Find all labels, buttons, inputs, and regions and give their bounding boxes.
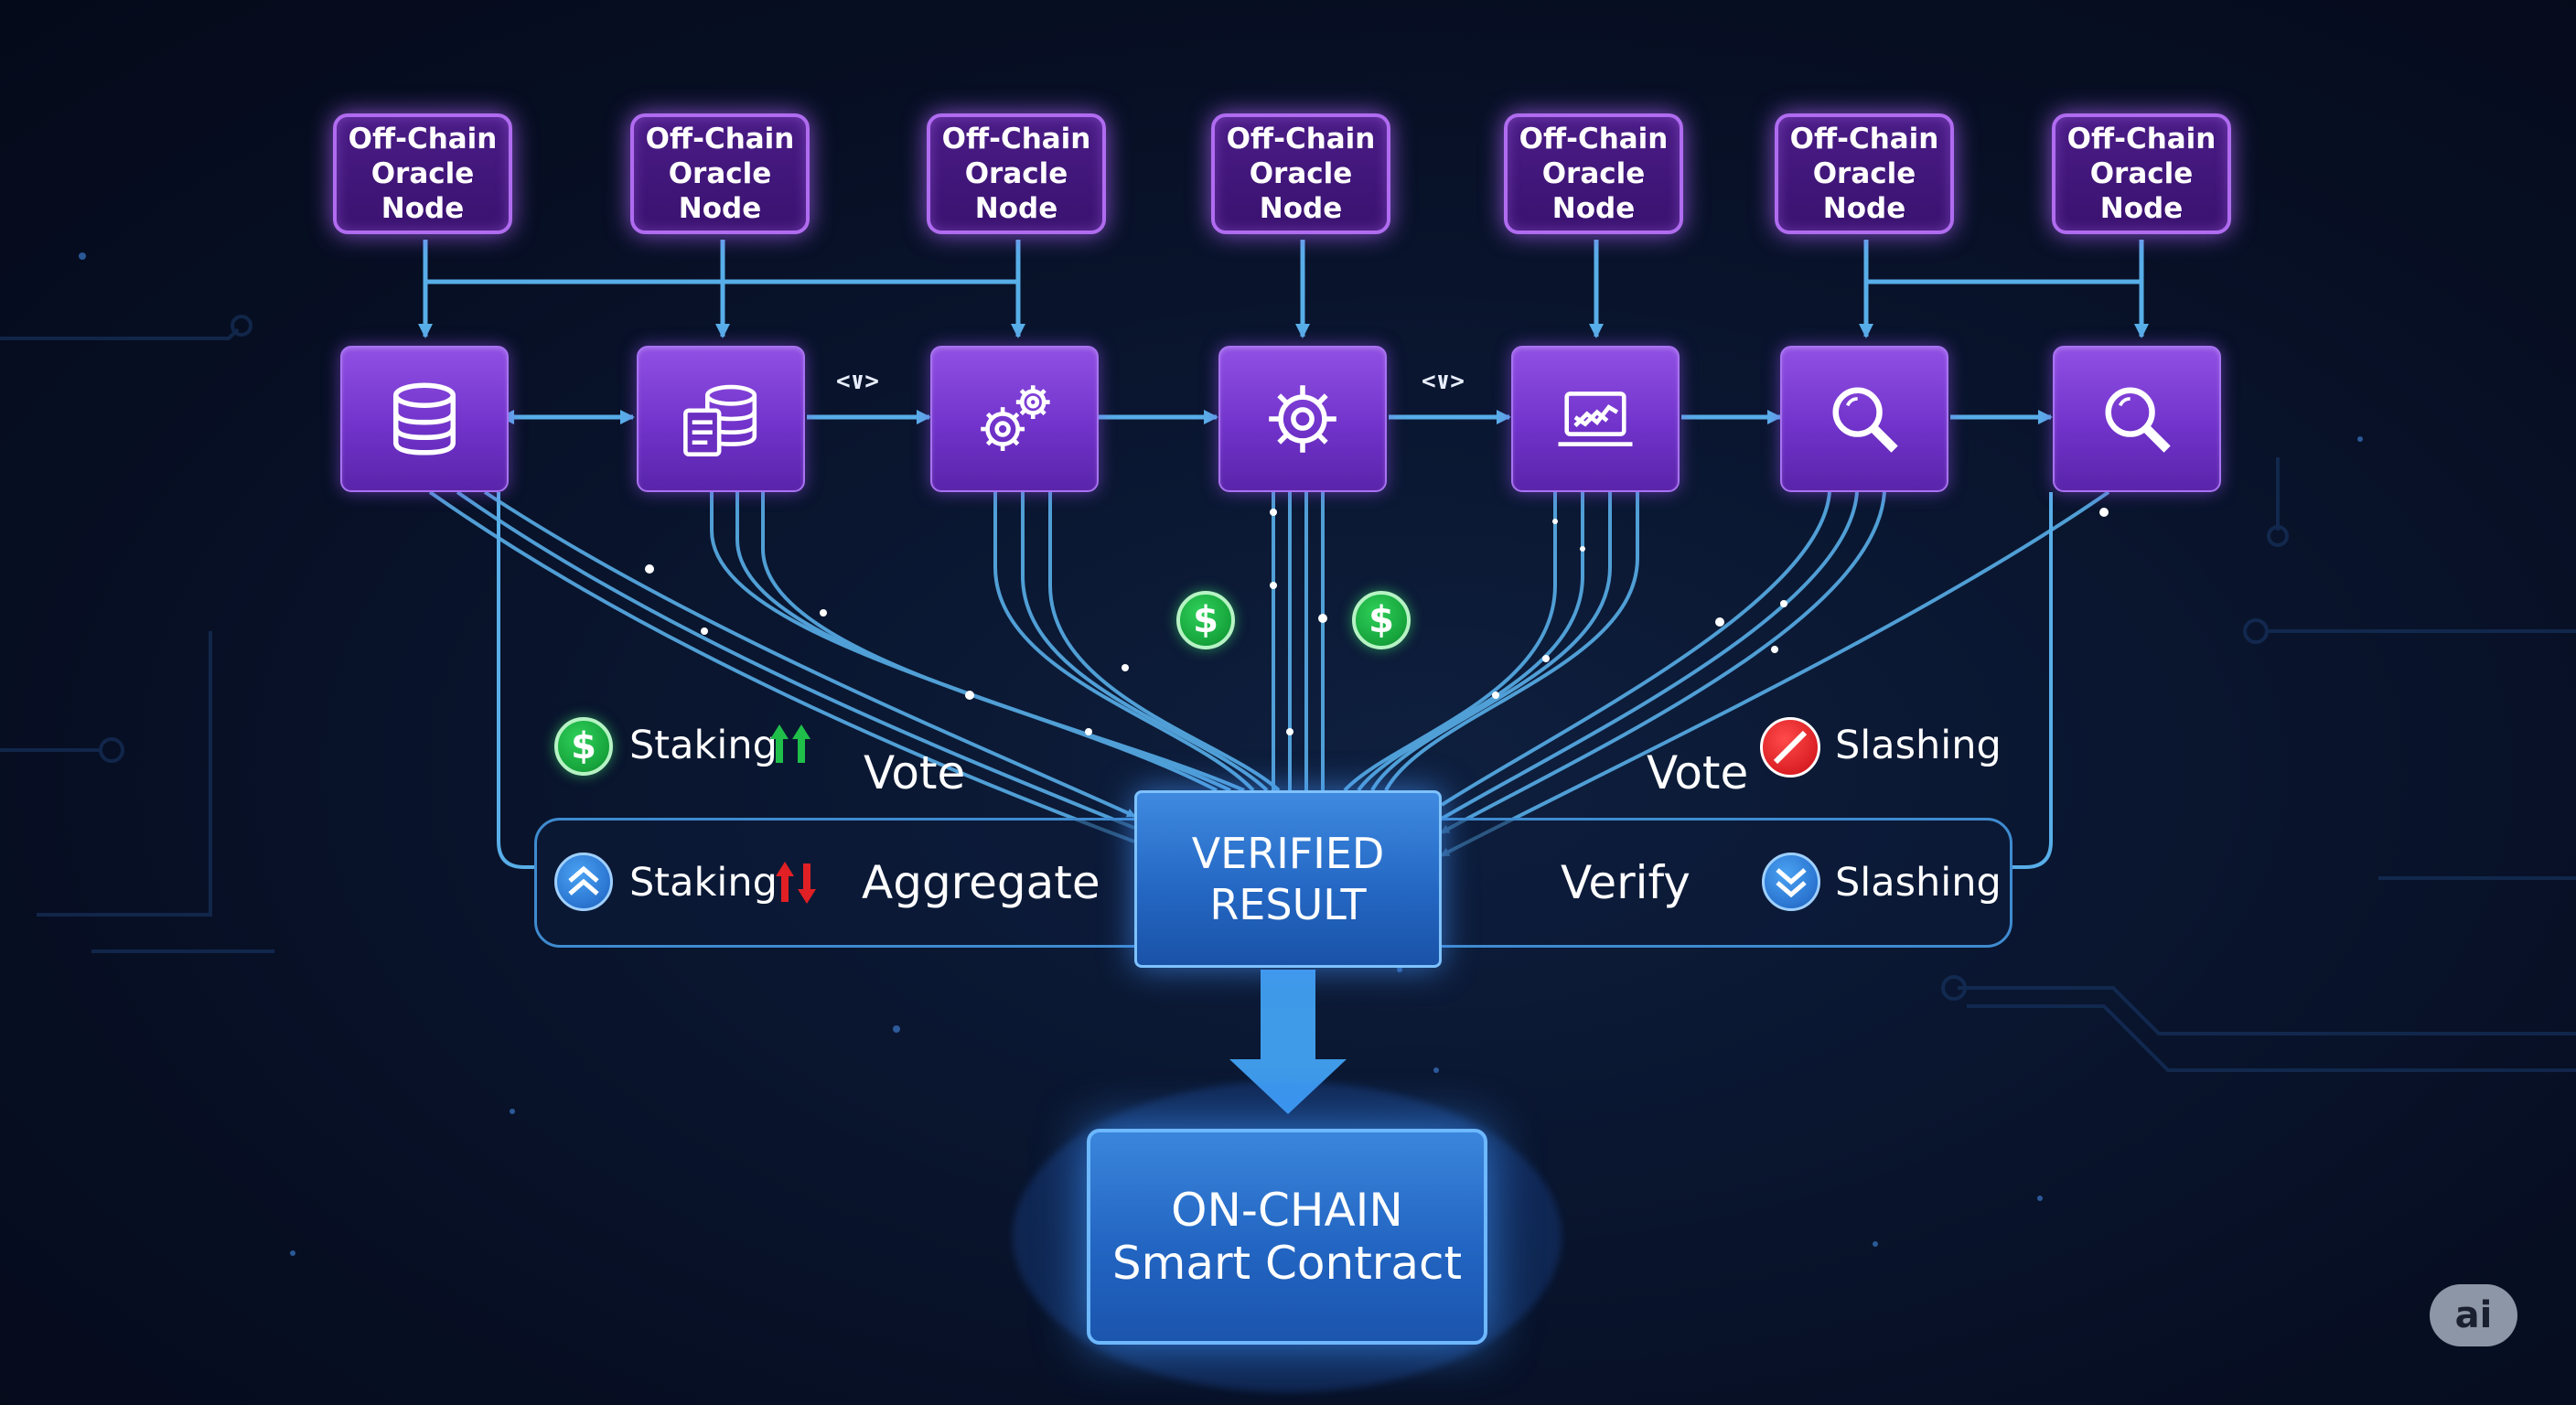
vote-label-right: Vote [1647, 746, 1749, 799]
oracle-node-line2: Oracle Node [1249, 157, 1353, 225]
oracle-node-line2: Oracle Node [1812, 157, 1916, 225]
oracle-node-line1: Off-Chain [2066, 123, 2216, 156]
tile-gears [930, 346, 1099, 492]
oracle-node-6: Off-Chain Oracle Node [1775, 113, 1954, 234]
on-chain-smart-contract-box: ON-CHAIN Smart Contract [1087, 1129, 1487, 1345]
staking-dollar-icon: $ [554, 717, 613, 776]
oracle-node-line1: Off-Chain [1226, 123, 1376, 156]
code-glyph-right: <∨> [1422, 368, 1465, 395]
laptop-chart-icon [1558, 391, 1633, 446]
dollar-coin-icon: $ [1352, 591, 1411, 649]
oracle-node-line2: Oracle Node [2089, 157, 2194, 225]
magnifier-icon [1832, 387, 1898, 453]
oracle-node-line1: Off-Chain [645, 123, 795, 156]
oracle-node-line2: Oracle Node [668, 157, 772, 225]
database-icon [392, 382, 456, 456]
slashing-label-lower: Slashing [1835, 860, 2002, 906]
verified-result-box: VERIFIED RESULT [1134, 790, 1442, 968]
oracle-node-4: Off-Chain Oracle Node [1211, 113, 1390, 234]
slashing-red-icon [1760, 717, 1820, 778]
tile-database [340, 346, 509, 492]
oracle-node-line1: Off-Chain [1519, 123, 1669, 156]
ai-logo-badge: ai [2430, 1284, 2517, 1346]
oracle-node-line2: Oracle Node [370, 157, 475, 225]
tile-magnifier-2 [2053, 346, 2221, 492]
oracle-node-line1: Off-Chain [348, 123, 498, 156]
staking-label-upper: Staking [629, 723, 778, 768]
oracle-node-2: Off-Chain Oracle Node [630, 113, 810, 234]
oracle-node-line1: Off-Chain [1789, 123, 1939, 156]
tile-document-database [637, 346, 805, 492]
staking-label-lower: Staking [629, 860, 778, 906]
on-chain-line1: ON-CHAIN [1171, 1184, 1403, 1237]
tile-gear [1218, 346, 1387, 492]
tile-laptop-chart [1511, 346, 1680, 492]
slashing-down-chevron-icon [1762, 853, 1820, 911]
staking-up-chevron-icon [554, 853, 613, 911]
dollar-coin-icon: $ [1176, 591, 1235, 649]
magnifier-icon [2105, 387, 2171, 453]
aggregate-label: Aggregate [862, 856, 1100, 909]
gears-icon [981, 385, 1050, 451]
staking-up-arrows-icon [770, 724, 810, 763]
verified-result-line1: VERIFIED [1191, 829, 1385, 878]
on-chain-line2: Smart Contract [1111, 1237, 1463, 1290]
document-database-icon [683, 384, 757, 456]
verified-result-line2: RESULT [1209, 880, 1367, 929]
oracle-node-line2: Oracle Node [1541, 157, 1646, 225]
oracle-node-3: Off-Chain Oracle Node [927, 113, 1106, 234]
tile-magnifier-1 [1780, 346, 1948, 492]
gear-icon [1269, 385, 1336, 453]
slashing-label-upper: Slashing [1835, 723, 2002, 768]
code-glyph-left: <∨> [836, 368, 879, 395]
oracle-node-1: Off-Chain Oracle Node [333, 113, 512, 234]
staking-swap-arrows-icon [776, 862, 816, 904]
oracle-node-line2: Oracle Node [964, 157, 1068, 225]
verify-label: Verify [1561, 856, 1690, 909]
vote-label-left: Vote [864, 746, 966, 799]
oracle-node-5: Off-Chain Oracle Node [1504, 113, 1683, 234]
oracle-node-line1: Off-Chain [941, 123, 1091, 156]
oracle-node-7: Off-Chain Oracle Node [2052, 113, 2231, 234]
